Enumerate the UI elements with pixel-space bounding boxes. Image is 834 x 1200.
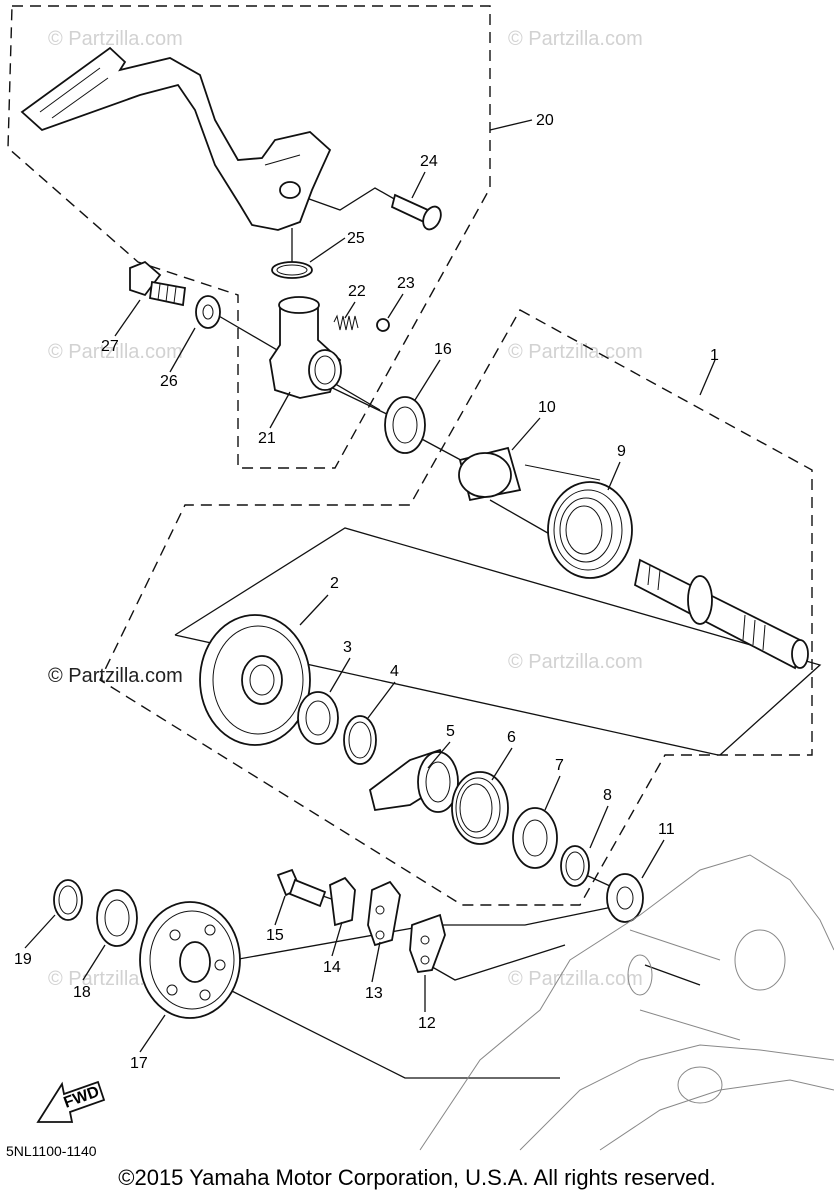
bearing: [384, 396, 426, 454]
circlip-8: [560, 845, 590, 887]
callout-20: 20: [536, 112, 554, 129]
callout-5: 5: [446, 723, 455, 740]
kick-lever: [20, 46, 332, 231]
kick-boss: [269, 296, 342, 399]
callout-pointers: [24, 171, 665, 1053]
plate-14: [329, 876, 356, 927]
callout-13: 13: [365, 985, 383, 1002]
callout-10: 10: [538, 399, 556, 416]
torsion-spring: [524, 464, 633, 579]
small-spring: [333, 314, 359, 331]
bolt: [129, 260, 186, 307]
kick-shaft: [633, 558, 809, 670]
callout-3: 3: [343, 639, 352, 656]
callout-26: 26: [160, 373, 178, 390]
group-20-boundary: [7, 5, 491, 469]
callout-9: 9: [617, 443, 626, 460]
washer-7: [512, 807, 558, 869]
engine-case: [419, 854, 834, 1151]
callout-1: 1: [710, 347, 719, 364]
callout-19: 19: [14, 951, 32, 968]
callout-23: 23: [397, 275, 415, 292]
callout-21: 21: [258, 430, 276, 447]
copyright-notice: ©2015 Yamaha Motor Corporation, U.S.A. A…: [118, 1165, 716, 1190]
screw: [390, 193, 442, 231]
callout-24: 24: [420, 153, 438, 170]
plates: [329, 876, 446, 973]
collar: [458, 446, 522, 502]
compression-spring: [451, 771, 509, 845]
callout-7: 7: [555, 757, 564, 774]
circlip-19: [53, 879, 83, 921]
ball: [376, 318, 390, 332]
callout-6: 6: [507, 729, 516, 746]
ratchet: [368, 748, 459, 813]
callout-11: 11: [658, 821, 675, 838]
callout-17: 17: [130, 1055, 148, 1072]
o-ring-inner: [276, 264, 308, 276]
watermark: © Partzilla.com: [48, 28, 183, 50]
callout-15: 15: [266, 927, 284, 944]
watermark: © Partzilla.com: [48, 341, 183, 363]
watermark: © Partzilla.com: [508, 651, 643, 673]
callout-27: 27: [101, 338, 119, 355]
group-1-boundary: [99, 309, 813, 906]
callout-8: 8: [603, 787, 612, 804]
diagram-code: 5NL1100-1140: [6, 1143, 97, 1159]
circlip-4: [343, 715, 377, 765]
washer-3: [297, 691, 339, 745]
callout-12: 12: [418, 1015, 436, 1032]
callout-22: 22: [348, 283, 366, 300]
callout-14: 14: [323, 959, 341, 976]
idle-gear: [139, 901, 241, 1019]
callout-25: 25: [347, 230, 365, 247]
callout-18: 18: [73, 984, 91, 1001]
watermark: © Partzilla.com: [508, 968, 643, 990]
washer-11: [606, 873, 644, 923]
washer: [195, 295, 221, 329]
callout-2: 2: [330, 575, 339, 592]
watermark-dark: © Partzilla.com: [48, 665, 183, 687]
watermark: © Partzilla.com: [508, 28, 643, 50]
callout-4: 4: [390, 663, 399, 680]
callout-16: 16: [434, 341, 452, 358]
plate-13: [367, 880, 401, 947]
o-ring: [271, 261, 313, 279]
bolt-15: [276, 868, 327, 908]
watermark: © Partzilla.com: [508, 341, 643, 363]
fwd-arrow-icon: FWD: [36, 1080, 106, 1123]
callout-labels: 1 2 3 4 5 6 7 8 9 10 11 12 13 14 15 16 1…: [14, 112, 719, 1072]
washer-18: [96, 889, 138, 947]
kick-gear: [199, 614, 311, 746]
